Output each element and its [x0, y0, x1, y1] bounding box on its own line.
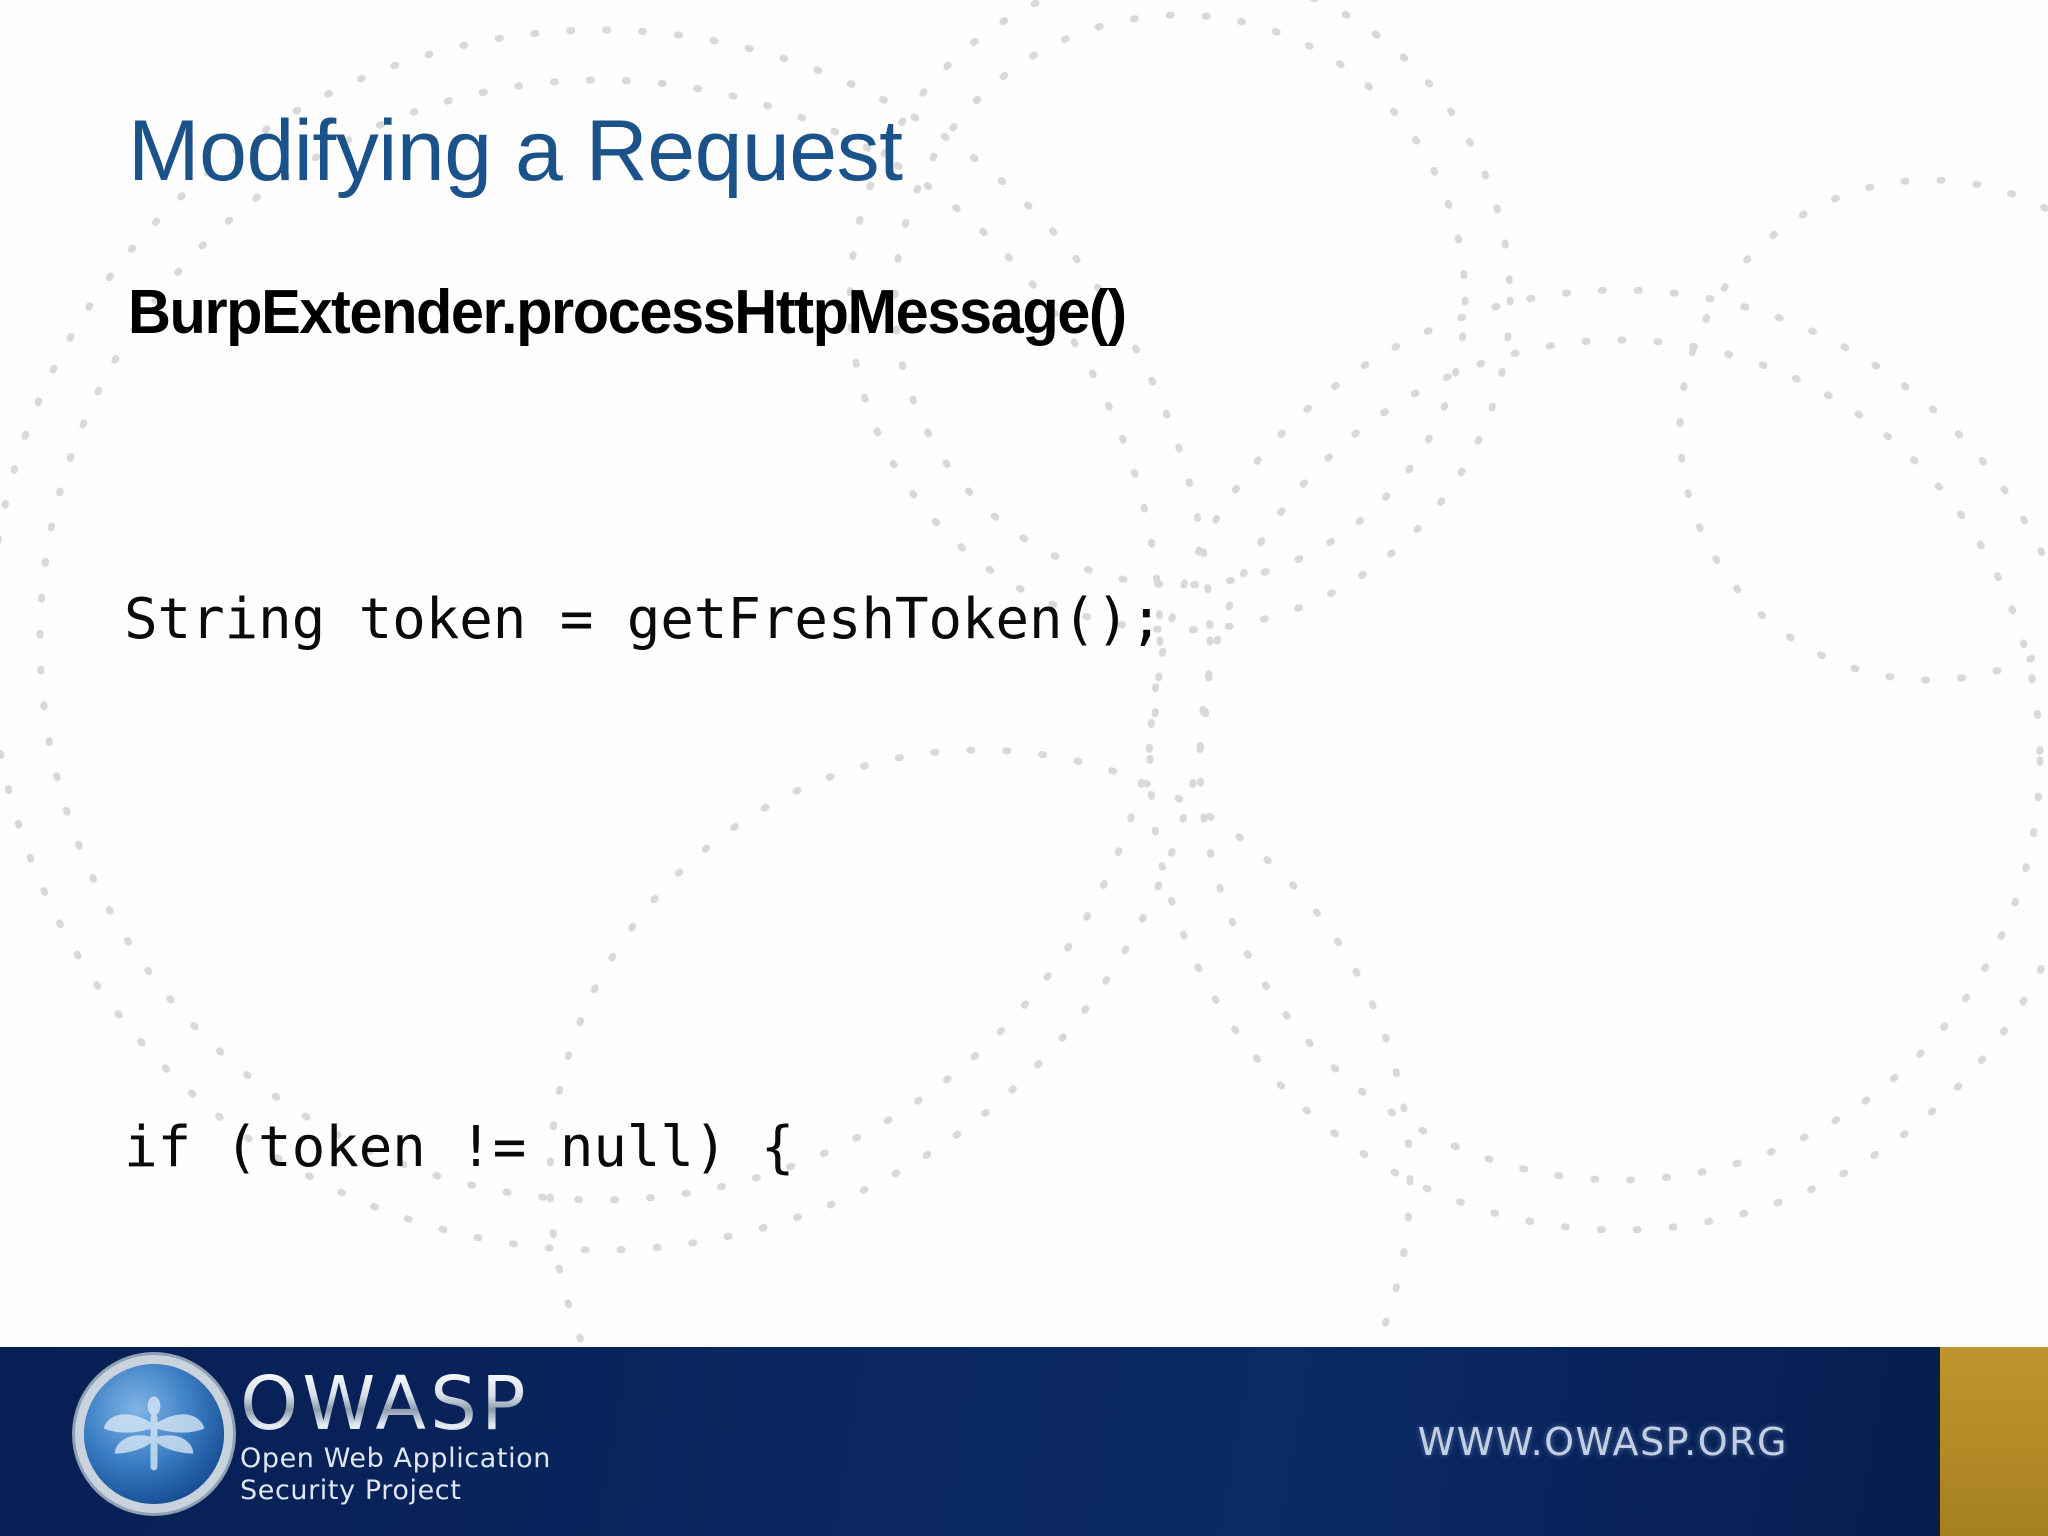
page-subtitle: BurpExtender.processHttpMessage(): [128, 278, 1127, 347]
owasp-url: WWW.OWASP.ORG: [1417, 1419, 1788, 1464]
code-line: String token = getFreshToken();: [124, 587, 1163, 652]
owasp-tagline-line1: Open Web Application: [240, 1443, 552, 1475]
footer-accent-block: [1935, 1347, 2048, 1536]
page-title: Modifying a Request: [128, 103, 903, 199]
owasp-tagline-line2: Security Project: [240, 1474, 462, 1506]
owasp-name: OWASP: [240, 1367, 551, 1441]
dragonfly-icon: [103, 1396, 205, 1471]
owasp-globe-icon: [84, 1364, 224, 1505]
code-line: if (token != null) {: [124, 1115, 795, 1180]
owasp-tagline: Open Web Application Security Project: [240, 1443, 551, 1506]
slide-footer: OWASP Open Web Application Security Proj…: [0, 1347, 2048, 1536]
code-line: [124, 840, 2004, 928]
owasp-logo: OWASP Open Web Application Security Proj…: [84, 1363, 551, 1506]
owasp-wordmark: OWASP Open Web Application Security Proj…: [240, 1363, 551, 1506]
